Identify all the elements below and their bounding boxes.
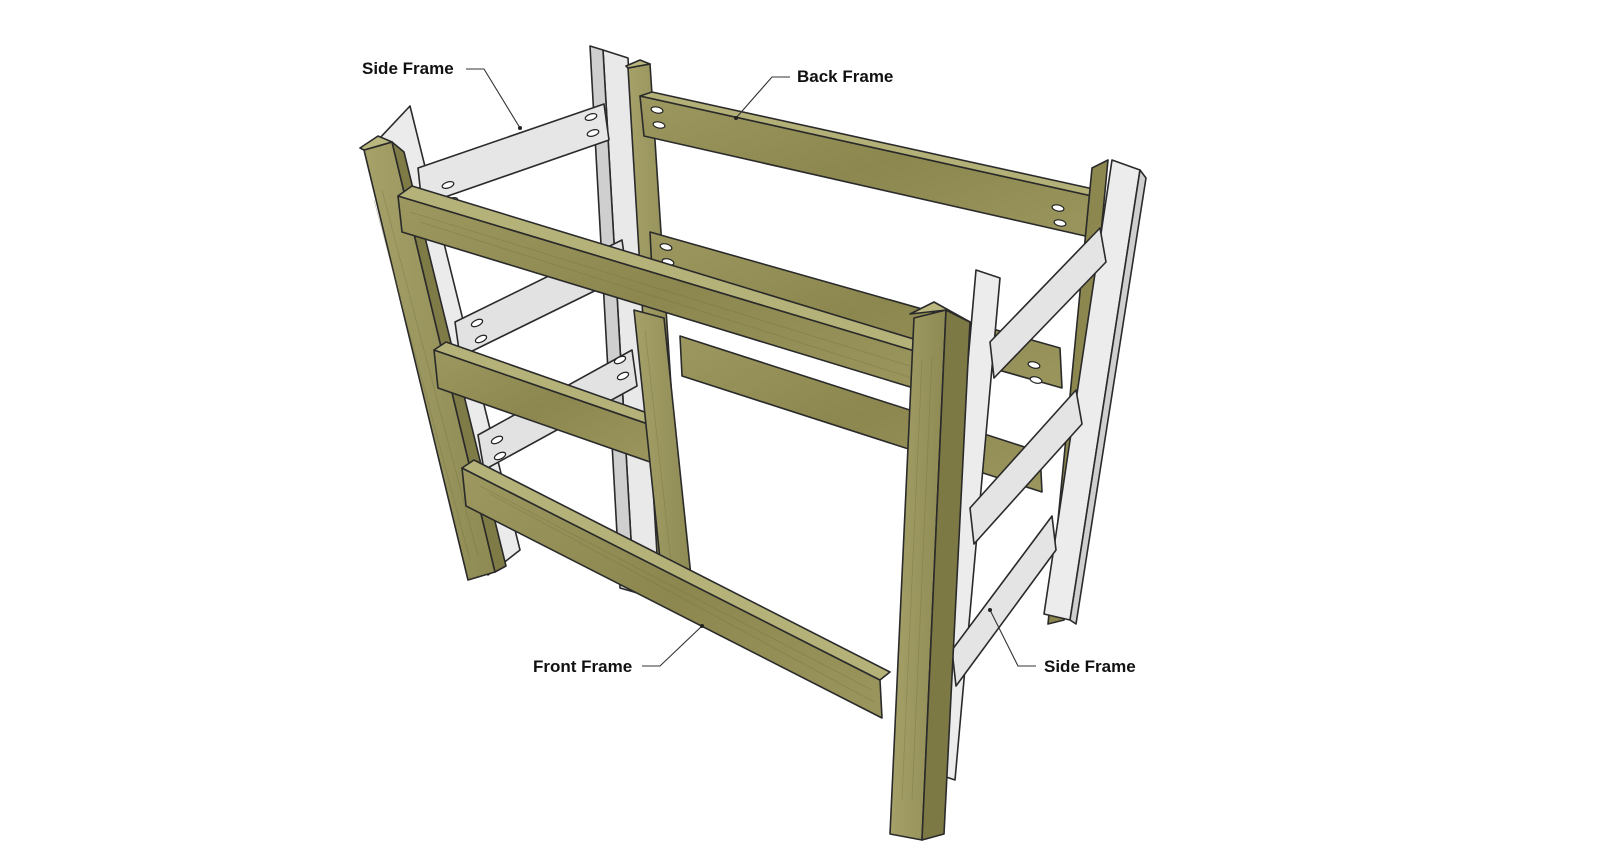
label-side-frame-left: Side Frame [362, 59, 454, 78]
back-frame-top-rail [639, 95, 1095, 239]
side-frame-right-lower-rail [951, 515, 1057, 687]
callout-front-frame: Front Frame [533, 624, 704, 676]
callout-back-frame: Back Frame [734, 67, 893, 120]
label-side-frame-right: Side Frame [1044, 657, 1136, 676]
front-frame [359, 135, 971, 841]
callout-side-frame-left: Side Frame [362, 59, 522, 130]
side-frame-right-middle-rail [969, 389, 1083, 545]
side-frame-right-top-rail [989, 227, 1107, 379]
leader-side-frame-left [466, 68, 521, 129]
label-front-frame: Front Frame [533, 657, 632, 676]
side-frame-right [931, 159, 1147, 781]
leader-back-frame [735, 76, 790, 119]
callout-side-frame-right: Side Frame [988, 608, 1136, 676]
leader-front-frame [642, 625, 703, 667]
side-frame-left-top-rail [417, 103, 610, 206]
leader-side-frame-right [989, 609, 1036, 667]
label-back-frame: Back Frame [797, 67, 893, 86]
